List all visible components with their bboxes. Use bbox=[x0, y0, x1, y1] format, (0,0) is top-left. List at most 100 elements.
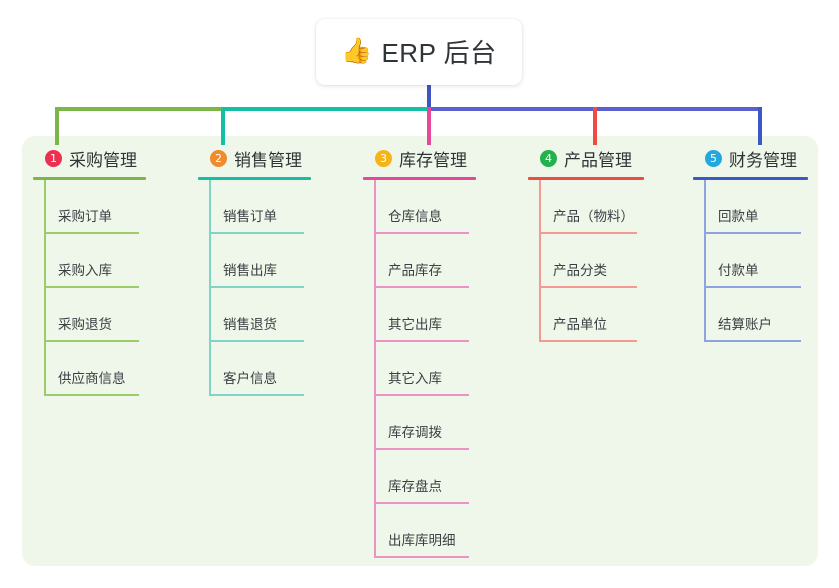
branch-item-rule bbox=[209, 232, 304, 234]
branch-item-rule bbox=[539, 340, 637, 342]
branch-header-rule-3 bbox=[363, 177, 476, 180]
branch-item[interactable]: 结算账户 bbox=[693, 288, 808, 342]
branch-badge-4: 4 bbox=[540, 149, 557, 167]
branch-item[interactable]: 产品单位 bbox=[528, 288, 644, 342]
branch-title-5: 财务管理 bbox=[729, 150, 797, 170]
branch-title-2: 销售管理 bbox=[234, 150, 302, 170]
branch-item[interactable]: 产品库存 bbox=[363, 234, 476, 288]
branch-item-rule bbox=[704, 340, 801, 342]
branch-item-spine bbox=[374, 288, 376, 342]
branch-item-label: 产品（物料） bbox=[553, 209, 634, 224]
branch-item-spine bbox=[704, 288, 706, 342]
branch-item[interactable]: 销售出库 bbox=[198, 234, 311, 288]
branch-item[interactable]: 回款单 bbox=[693, 180, 808, 234]
branch-item-label: 结算账户 bbox=[718, 317, 772, 332]
branch-item-rule bbox=[44, 394, 139, 396]
branch-item-spine bbox=[704, 180, 706, 234]
branch-item-label: 销售出库 bbox=[223, 263, 277, 278]
branch-item-rule bbox=[374, 502, 469, 504]
branch-item-label: 供应商信息 bbox=[58, 371, 126, 386]
branch-item[interactable]: 采购退货 bbox=[33, 288, 146, 342]
root-node[interactable]: 👍 ERP 后台 bbox=[316, 19, 522, 85]
branch-item[interactable]: 产品分类 bbox=[528, 234, 644, 288]
branch-item-spine bbox=[539, 180, 541, 234]
branch-item[interactable]: 销售退货 bbox=[198, 288, 311, 342]
branch-item-label: 产品库存 bbox=[388, 263, 442, 278]
root-node-content: 👍 ERP 后台 bbox=[341, 33, 496, 70]
branch-item[interactable]: 供应商信息 bbox=[33, 342, 146, 396]
branch-badge-5: 5 bbox=[705, 149, 722, 167]
branch-item-spine bbox=[539, 288, 541, 342]
branch-title-4: 产品管理 bbox=[564, 150, 632, 170]
connector-drop-1 bbox=[55, 107, 59, 145]
branch-item[interactable]: 采购订单 bbox=[33, 180, 146, 234]
branch-item-rule bbox=[209, 394, 304, 396]
branch-item[interactable]: 其它出库 bbox=[363, 288, 476, 342]
branch-item-rule bbox=[704, 286, 801, 288]
branch-header-4[interactable]: 4 产品管理 bbox=[528, 145, 644, 171]
branch-item-spine bbox=[44, 342, 46, 396]
connector-drop-4 bbox=[593, 107, 597, 145]
branch-column-2[interactable]: 2 销售管理销售订单销售出库销售退货客户信息 bbox=[198, 145, 311, 396]
branch-header-rule-5 bbox=[693, 177, 808, 180]
branch-header-5[interactable]: 5 财务管理 bbox=[693, 145, 808, 171]
branch-item[interactable]: 销售订单 bbox=[198, 180, 311, 234]
branch-item-rule bbox=[704, 232, 801, 234]
branch-item[interactable]: 库存盘点 bbox=[363, 450, 476, 504]
branch-item-label: 销售订单 bbox=[223, 209, 277, 224]
branch-column-4[interactable]: 4 产品管理产品（物料） 产品分类产品单位 bbox=[528, 145, 644, 342]
branch-header-2[interactable]: 2 销售管理 bbox=[198, 145, 311, 171]
branch-item-spine bbox=[209, 288, 211, 342]
branch-column-5[interactable]: 5 财务管理回款单付款单结算账户 bbox=[693, 145, 808, 342]
branch-header-rule-2 bbox=[198, 177, 311, 180]
branch-item[interactable]: 产品（物料） bbox=[528, 180, 644, 234]
branch-item[interactable]: 仓库信息 bbox=[363, 180, 476, 234]
branch-item-spine bbox=[374, 234, 376, 288]
root-node-title: ERP 后台 bbox=[381, 37, 497, 68]
branch-item-rule bbox=[374, 286, 469, 288]
branch-item-label: 采购订单 bbox=[58, 209, 112, 224]
branch-item[interactable]: 客户信息 bbox=[198, 342, 311, 396]
branch-item-rule bbox=[374, 232, 469, 234]
connector-drop-3 bbox=[427, 107, 431, 145]
branch-item-label: 其它入库 bbox=[388, 371, 442, 386]
branch-item-spine bbox=[374, 450, 376, 504]
root-connector-vertical bbox=[427, 84, 431, 110]
thumbs-up-icon: 👍 bbox=[341, 36, 373, 65]
connector-segment-teal bbox=[221, 107, 427, 111]
branch-item-spine bbox=[374, 504, 376, 558]
branch-item-spine bbox=[209, 180, 211, 234]
branch-item-rule bbox=[374, 448, 469, 450]
branch-item[interactable]: 付款单 bbox=[693, 234, 808, 288]
branch-header-rule-1 bbox=[33, 177, 146, 180]
connector-drop-5 bbox=[758, 107, 762, 145]
branches-panel bbox=[22, 136, 818, 566]
branch-title-1: 采购管理 bbox=[69, 150, 137, 170]
branch-item-spine bbox=[374, 342, 376, 396]
branch-item-spine bbox=[704, 234, 706, 288]
branch-item-rule bbox=[209, 340, 304, 342]
branch-item-spine bbox=[209, 342, 211, 396]
branch-item-spine bbox=[374, 180, 376, 234]
branch-badge-2: 2 bbox=[210, 149, 227, 167]
branch-item-rule bbox=[539, 232, 637, 234]
branch-item-spine bbox=[44, 234, 46, 288]
branch-item-spine bbox=[44, 288, 46, 342]
branch-items-4: 产品（物料） 产品分类产品单位 bbox=[528, 180, 644, 342]
branch-item-label: 产品分类 bbox=[553, 263, 607, 278]
branch-item[interactable]: 出库库明细 bbox=[363, 504, 476, 558]
branch-item-label: 回款单 bbox=[718, 209, 759, 224]
branch-item-spine bbox=[539, 234, 541, 288]
connector-segment-green bbox=[55, 107, 221, 111]
branch-item-rule bbox=[539, 286, 637, 288]
branch-item-rule bbox=[374, 556, 469, 558]
branch-item[interactable]: 采购入库 bbox=[33, 234, 146, 288]
branch-item-label: 库存调拨 bbox=[388, 425, 442, 440]
branch-item[interactable]: 库存调拨 bbox=[363, 396, 476, 450]
branch-item-label: 客户信息 bbox=[223, 371, 277, 386]
branch-item[interactable]: 其它入库 bbox=[363, 342, 476, 396]
